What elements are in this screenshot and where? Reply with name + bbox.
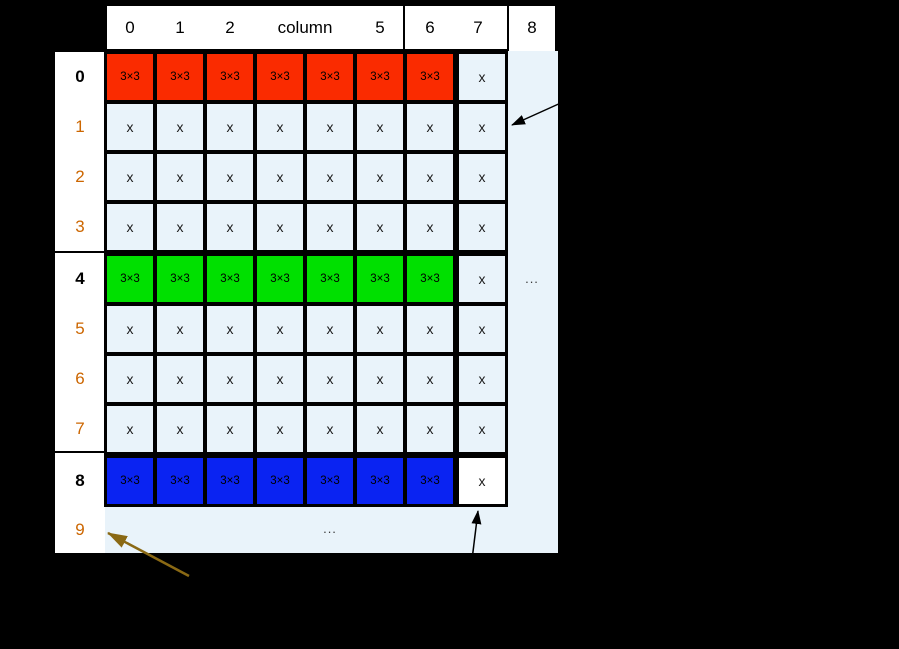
column-header-label-2: 2: [225, 18, 235, 37]
grid-cell-r3-c4: x: [305, 202, 355, 252]
row-label-7: 7: [75, 419, 85, 438]
grid-cell-r8-c1: 3×3: [155, 456, 205, 506]
grid-cell-r5-c5: x: [355, 304, 405, 354]
grid-cell-r0-c4: 3×3: [305, 52, 355, 102]
grid-cell-r2-c1: x: [155, 152, 205, 202]
column-header-label-5: 5: [375, 18, 385, 37]
label-separator-rows7-8: [55, 451, 105, 453]
grid-cell-r6-c6: x: [405, 354, 455, 404]
label-separator-rows3-4: [55, 251, 105, 253]
grid-cell-r6-c7: x: [457, 354, 507, 404]
grid-cell-r3-c5: x: [355, 202, 405, 252]
grid-cell-r2-c6: x: [405, 152, 455, 202]
column-header-label-8: 8: [527, 18, 537, 37]
grid-cell-r8-c3: 3×3: [255, 456, 305, 506]
row-label-5: 5: [75, 319, 85, 338]
grid-cell-r0-c2: 3×3: [205, 52, 255, 102]
grid-cell-r2-c3: x: [255, 152, 305, 202]
grid-cell-r4-c2: 3×3: [205, 254, 255, 304]
grid-cell-r0-c5: 3×3: [355, 52, 405, 102]
grid-cell-r2-c5: x: [355, 152, 405, 202]
grid-cell-r3-c2: x: [205, 202, 255, 252]
column-header-label-6: 6: [425, 18, 435, 37]
grid-cell-r6-c2: x: [205, 354, 255, 404]
grid-cell-r5-c4: x: [305, 304, 355, 354]
grid-cell-r2-c7: x: [457, 152, 507, 202]
row-label-8: 8: [75, 471, 85, 490]
grid-cell-r1-c2: x: [205, 102, 255, 152]
grid-cell-r3-c1: x: [155, 202, 205, 252]
grid-cell-r7-c7: x: [457, 404, 507, 454]
column-header-label-7: 7: [473, 18, 483, 37]
grid-cell-r6-c3: x: [255, 354, 305, 404]
row-label-4: 4: [75, 269, 85, 288]
grid-cell-r2-c0: x: [105, 152, 155, 202]
grid-cell-r4-c4: 3×3: [305, 254, 355, 304]
row-label-0: 0: [75, 67, 85, 86]
grid-cell-r7-c0: x: [105, 404, 155, 454]
grid-cell-r0-c0: 3×3: [105, 52, 155, 102]
grid-cell-r4-c0: 3×3: [105, 254, 155, 304]
grid-cell-r6-c4: x: [305, 354, 355, 404]
grid-cell-r7-c6: x: [405, 404, 455, 454]
grid-cell-r8-c2: 3×3: [205, 456, 255, 506]
grid-cell-r5-c3: x: [255, 304, 305, 354]
grid-cell-r2-c2: x: [205, 152, 255, 202]
grid-cell-r7-c1: x: [155, 404, 205, 454]
row-label-2: 2: [75, 167, 85, 186]
ellipsis-row4-right: ...: [525, 271, 539, 286]
column-header-label-column: column: [277, 18, 333, 37]
row-label-6: 6: [75, 369, 85, 388]
grid-cell-r0-c7: x: [457, 52, 507, 102]
grid-cell-r0-c3: 3×3: [255, 52, 305, 102]
grid-cell-r8-c6: 3×3: [405, 456, 455, 506]
grid-cell-r8-c0: 3×3: [105, 456, 155, 506]
grid-cell-r8-c7: x: [457, 456, 507, 506]
grid-cell-r3-c6: x: [405, 202, 455, 252]
column-header-label-0: 0: [125, 18, 135, 37]
row-label-column: [55, 52, 105, 553]
grid-cell-r2-c4: x: [305, 152, 355, 202]
grid-cell-r6-c5: x: [355, 354, 405, 404]
grid-cell-r1-c7: x: [457, 102, 507, 152]
grid-cell-r6-c1: x: [155, 354, 205, 404]
grid-cell-r5-c6: x: [405, 304, 455, 354]
grid-cell-r7-c2: x: [205, 404, 255, 454]
grid-cell-r5-c1: x: [155, 304, 205, 354]
column-header-box-6-7: [403, 4, 509, 51]
grid-cell-r1-c5: x: [355, 102, 405, 152]
grid-cell-r8-c5: 3×3: [355, 456, 405, 506]
grid-cell-r8-c4: 3×3: [305, 456, 355, 506]
ellipsis-row9-center: ...: [323, 521, 337, 536]
grid-cell-r7-c4: x: [305, 404, 355, 454]
grid-cell-r5-c0: x: [105, 304, 155, 354]
grid-cell-r3-c3: x: [255, 202, 305, 252]
grid-cell-r3-c7: x: [457, 202, 507, 252]
grid-cell-r6-c0: x: [105, 354, 155, 404]
grid-cell-r1-c0: x: [105, 102, 155, 152]
grid-cell-r0-c6: 3×3: [405, 52, 455, 102]
grid-cell-r5-c7: x: [457, 304, 507, 354]
row-label-9: 9: [75, 520, 85, 539]
row-label-1: 1: [75, 117, 85, 136]
grid-cell-r1-c3: x: [255, 102, 305, 152]
grid-cell-r1-c1: x: [155, 102, 205, 152]
grid-cell-r5-c2: x: [205, 304, 255, 354]
row-label-3: 3: [75, 217, 85, 236]
grid-cell-r4-c1: 3×3: [155, 254, 205, 304]
grid-cell-r3-c0: x: [105, 202, 155, 252]
grid-cell-r7-c5: x: [355, 404, 405, 454]
column-header-box-8: [507, 4, 557, 51]
grid-cell-r7-c3: x: [255, 404, 305, 454]
grid-cell-r4-c7: x: [457, 254, 507, 304]
grid-cell-r0-c1: 3×3: [155, 52, 205, 102]
grid-cell-r4-c5: 3×3: [355, 254, 405, 304]
grid-cell-r1-c4: x: [305, 102, 355, 152]
grid-cell-r4-c6: 3×3: [405, 254, 455, 304]
grid-cell-r4-c3: 3×3: [255, 254, 305, 304]
column-header-label-1: 1: [175, 18, 185, 37]
grid-cell-r1-c6: x: [405, 102, 455, 152]
